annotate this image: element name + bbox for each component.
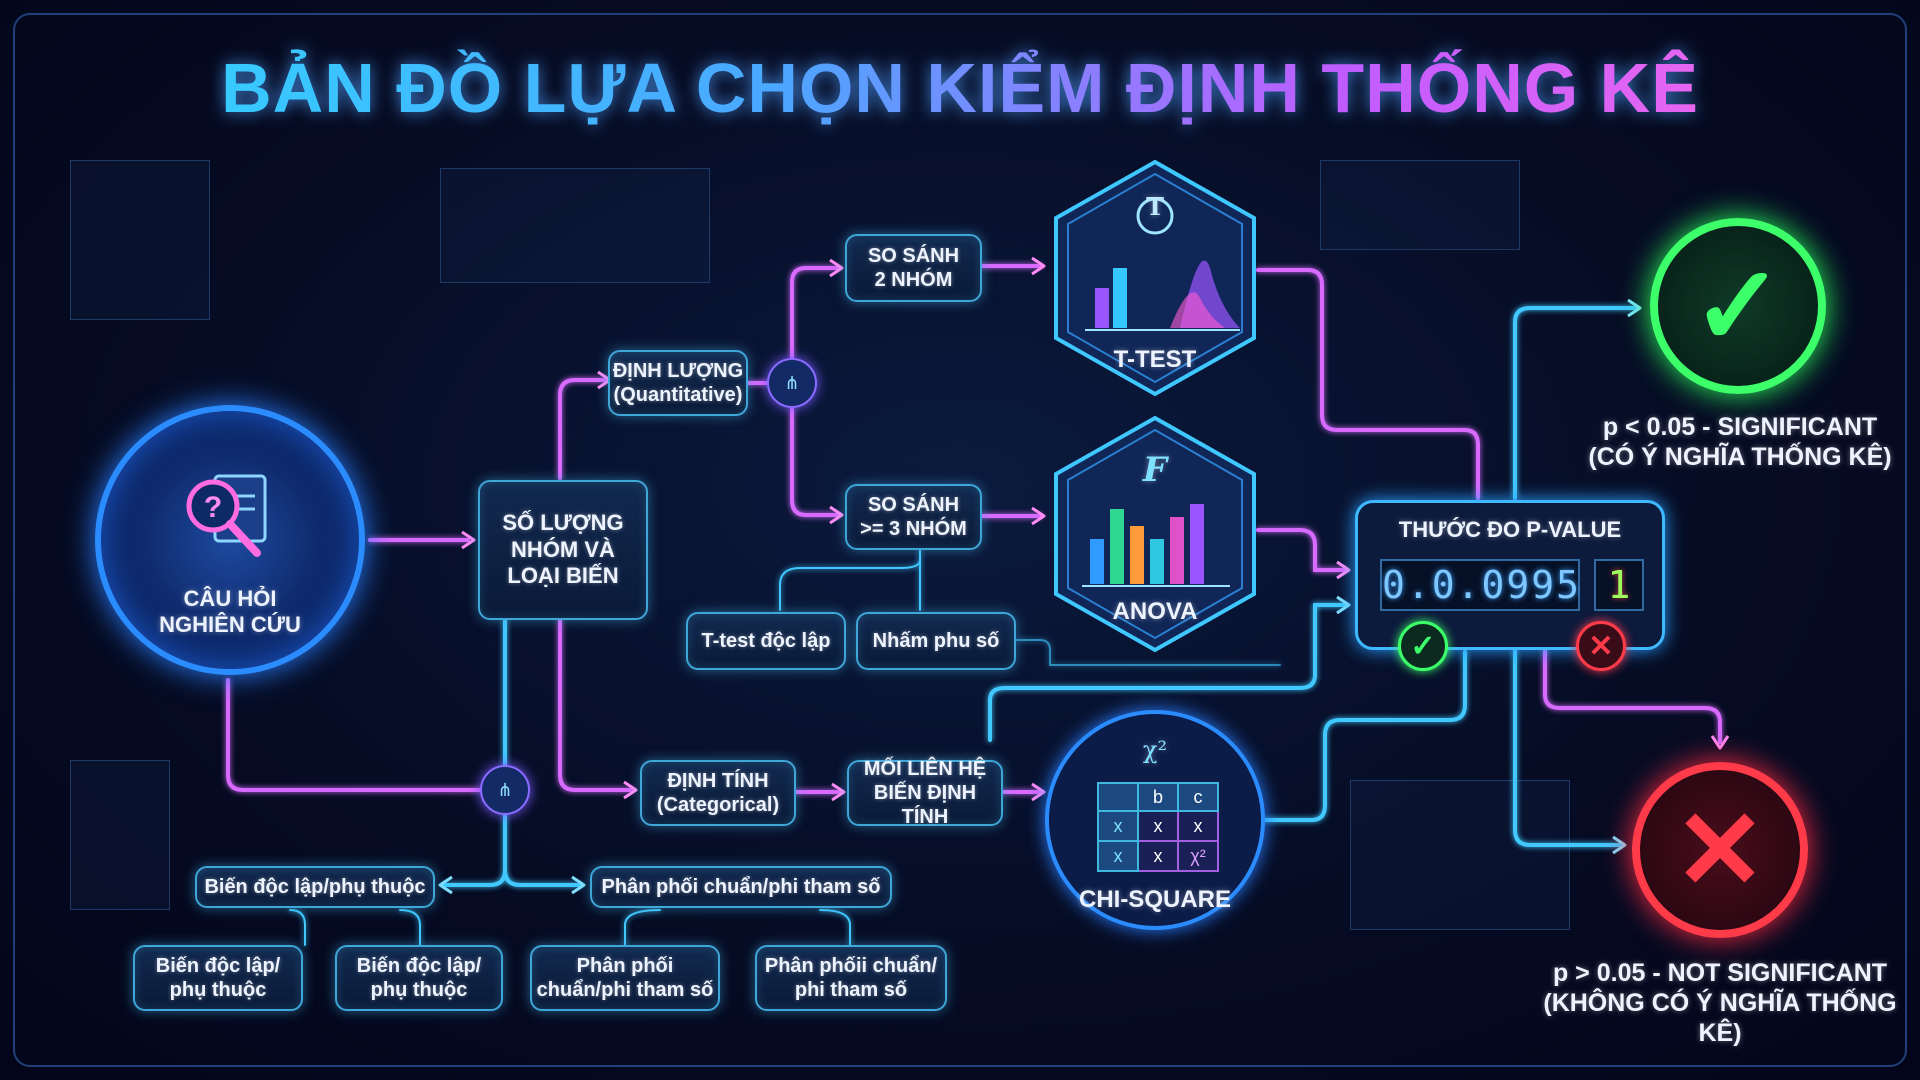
background-chart-panel	[1320, 160, 1520, 250]
significant-label: p < 0.05 - SIGNIFICANT (CÓ Ý NGHĨA THỐNG…	[1540, 412, 1920, 472]
categorical-subtitle: (Categorical)	[656, 794, 780, 816]
compare3-line1: SO SÁNH	[867, 494, 960, 516]
hub-line2: NHÓM VÀ	[511, 536, 615, 562]
pvalue-display: 0.0.0995	[1380, 559, 1580, 611]
small-check-icon: ✓	[1398, 621, 1448, 671]
compare2-line1: SO SÁNH	[867, 245, 960, 267]
anova-symbol: F	[1142, 450, 1168, 490]
chi-square-label: CHI-SQUARE	[1078, 886, 1231, 913]
start-label-line2: NGHIÊN CỨU	[159, 612, 301, 637]
table-cell: x	[1137, 840, 1179, 872]
compare3-line2: >= 3 NHÓM	[860, 518, 967, 540]
compare-3-groups-box[interactable]: SO SÁNH >= 3 NHÓM	[845, 484, 982, 550]
background-data-panel	[70, 160, 210, 320]
not-significant-label: p > 0.05 - NOT SIGNIFICANT (KHÔNG CÓ Ý N…	[1520, 958, 1920, 1048]
ttest-node[interactable]: T T-TEST	[1050, 158, 1260, 398]
compare-2-groups-box[interactable]: SO SÁNH 2 NHÓM	[845, 234, 982, 302]
significant-check-icon: ✓	[1650, 218, 1826, 394]
relation-line2: BIẾN ĐỊNH TÍNH	[873, 782, 977, 828]
background-data-panel	[70, 760, 170, 910]
bottom-box-line2: chuẩn/phi tham số	[536, 979, 714, 1001]
hub-line1: SỐ LƯỢNG	[502, 510, 624, 536]
svg-text:?: ?	[204, 491, 222, 524]
distribution-bar[interactable]: Phân phối chuẩn/phi tham số	[590, 866, 892, 908]
pvalue-flag-digit: 1	[1594, 559, 1644, 611]
bottom-box-line2: phụ thuộc	[169, 979, 267, 1001]
bottom-box-line2: phi tham số	[794, 979, 908, 1001]
bottom-box-line2: phụ thuộc	[370, 979, 468, 1001]
independent-ttest-box[interactable]: T-test độc lập	[686, 612, 846, 670]
bottom-box[interactable]: Biến độc lập/phụ thuộc	[335, 945, 503, 1011]
table-cell: x	[1137, 810, 1179, 842]
categorical-title: ĐỊNH TÍNH	[667, 770, 769, 792]
pvalue-meter: THƯỚC ĐO P-VALUE 0.0.0995 1 ✓ ✕	[1355, 500, 1665, 671]
page-title: BẢN ĐỒ LỰA CHỌN KIỂM ĐỊNH THỐNG KÊ	[0, 48, 1920, 128]
branch-node-icon: ⋔	[767, 358, 817, 408]
not-significant-line2: (KHÔNG CÓ Ý NGHĨA THỐNG KÊ)	[1543, 989, 1897, 1047]
not-significant-x-icon: ✕	[1632, 762, 1808, 938]
ttest-hexagon-icon	[1054, 159, 1256, 397]
bottom-box[interactable]: Biến độc lập/phụ thuộc	[133, 945, 303, 1011]
table-cell: χ²	[1177, 840, 1219, 872]
background-data-panel	[1350, 780, 1570, 930]
pvalue-title: THƯỚC ĐO P-VALUE	[1398, 517, 1622, 542]
categorical-box[interactable]: ĐỊNH TÍNH (Categorical)	[640, 760, 796, 826]
nham-phu-so-box[interactable]: Nhấm phu số	[856, 612, 1016, 670]
ttest-symbol: T	[1146, 192, 1164, 221]
table-cell: c	[1177, 782, 1219, 812]
anova-node[interactable]: F ANOVA	[1050, 414, 1260, 654]
bottom-box[interactable]: Phân phốii chuẩn/phi tham số	[755, 945, 947, 1011]
table-cell: b	[1137, 782, 1179, 812]
hub-line3: LOẠI BIẾN	[507, 563, 619, 589]
small-x-icon: ✕	[1576, 621, 1626, 671]
table-cell: x	[1177, 810, 1219, 842]
bottom-box-line1: Phân phối	[576, 955, 674, 977]
variable-type-bar[interactable]: Biến độc lập/phụ thuộc	[195, 866, 435, 908]
chi-square-symbol: χ²	[1142, 736, 1168, 764]
quantitative-title: ĐỊNH LƯỢNG	[612, 360, 744, 382]
table-cell: x	[1097, 810, 1139, 842]
background-chart-panel	[440, 168, 710, 283]
anova-label: ANOVA	[1112, 598, 1198, 625]
bottom-box-line1: Phân phốii chuẩn/	[764, 955, 938, 977]
bottom-box-line1: Biến độc lập/	[155, 955, 281, 977]
relation-line1: MỐI LIÊN HỆ	[863, 758, 987, 780]
compare2-line2: 2 NHÓM	[874, 269, 953, 291]
not-significant-line1: p > 0.05 - NOT SIGNIFICANT	[1552, 959, 1888, 987]
categorical-relation-box[interactable]: MỐI LIÊN HỆ BIẾN ĐỊNH TÍNH	[847, 758, 1003, 828]
quantitative-subtitle: (Quantitative)	[613, 384, 743, 406]
table-cell: x	[1097, 840, 1139, 872]
branch-node-icon: ⋔	[480, 765, 530, 815]
significant-line2: (CÓ Ý NGHĨA THỐNG KÊ)	[1588, 443, 1892, 471]
group-variable-hub-box[interactable]: SỐ LƯỢNG NHÓM VÀ LOẠI BIẾN	[478, 480, 648, 620]
magnifier-document-icon: ?	[186, 474, 267, 557]
anova-hexagon-icon	[1054, 415, 1256, 653]
bottom-box-line1: Biến độc lập/	[356, 955, 482, 977]
research-question-node[interactable]: ? CÂU HỎI NGHIÊN CỨU	[95, 405, 365, 675]
significant-line1: p < 0.05 - SIGNIFICANT	[1602, 413, 1878, 441]
ttest-label: T-TEST	[1113, 346, 1197, 373]
quantitative-box[interactable]: ĐỊNH LƯỢNG (Quantitative)	[608, 350, 748, 416]
start-label-line1: CÂU HỎI	[183, 586, 277, 611]
